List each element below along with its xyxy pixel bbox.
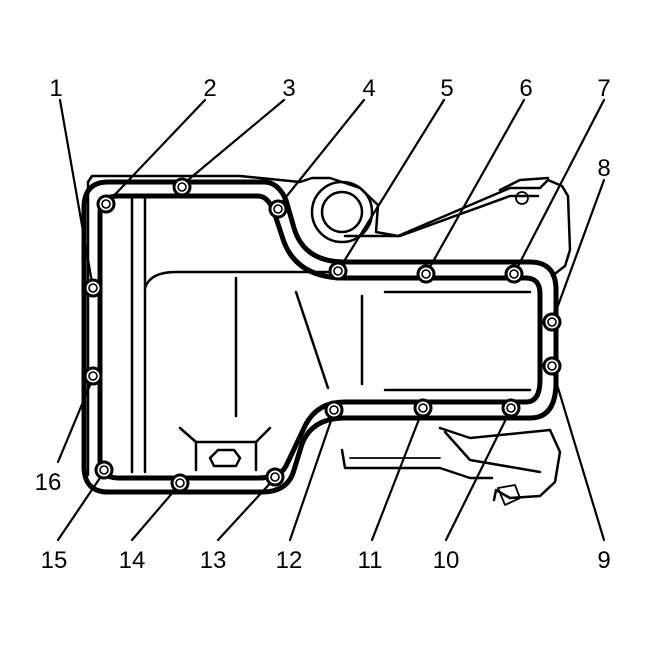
bolt-8 [542,312,562,332]
bolt-label-8: 8 [597,155,610,182]
bolt-label-1: 1 [49,75,62,102]
bolt-label-3: 3 [282,75,295,102]
bolt-4 [268,199,288,219]
bolt-label-2: 2 [203,75,216,102]
bolt-label-6: 6 [519,75,532,102]
bolt-label-11: 11 [358,547,383,574]
bolt-14 [170,473,190,493]
bolt-label-13: 13 [200,547,227,574]
bolts [83,177,562,493]
bolt-label-9: 9 [597,547,610,574]
bolt-5 [328,261,348,281]
bolt-9 [542,356,562,376]
bolt-label-5: 5 [440,75,453,102]
oil-pan-flange [81,179,559,495]
bolt-label-12: 12 [276,547,303,574]
bolt-1 [83,278,103,298]
bolt-label-4: 4 [362,75,375,102]
bolt-10 [501,398,521,418]
bolt-7 [504,264,524,284]
bolt-3 [172,177,192,197]
bolt-labels: 1 2 3 4 5 6 7 8 9 10 11 12 13 14 15 16 [35,75,611,574]
bolt-2 [96,194,116,214]
bolt-label-10: 10 [433,547,460,574]
bolt-label-7: 7 [597,75,610,102]
bolt-16 [83,366,103,386]
bolt-label-16: 16 [35,469,62,496]
bolt-13 [265,467,285,487]
bolt-12 [324,400,344,420]
engine-block-outline [86,174,572,506]
bolt-11 [413,398,433,418]
bolt-6 [416,264,436,284]
bolt-label-14: 14 [119,547,146,574]
oil-pan-sump [130,196,532,474]
bolt-label-15: 15 [41,547,68,574]
leader-lines [56,98,606,542]
bolt-15 [94,460,114,480]
